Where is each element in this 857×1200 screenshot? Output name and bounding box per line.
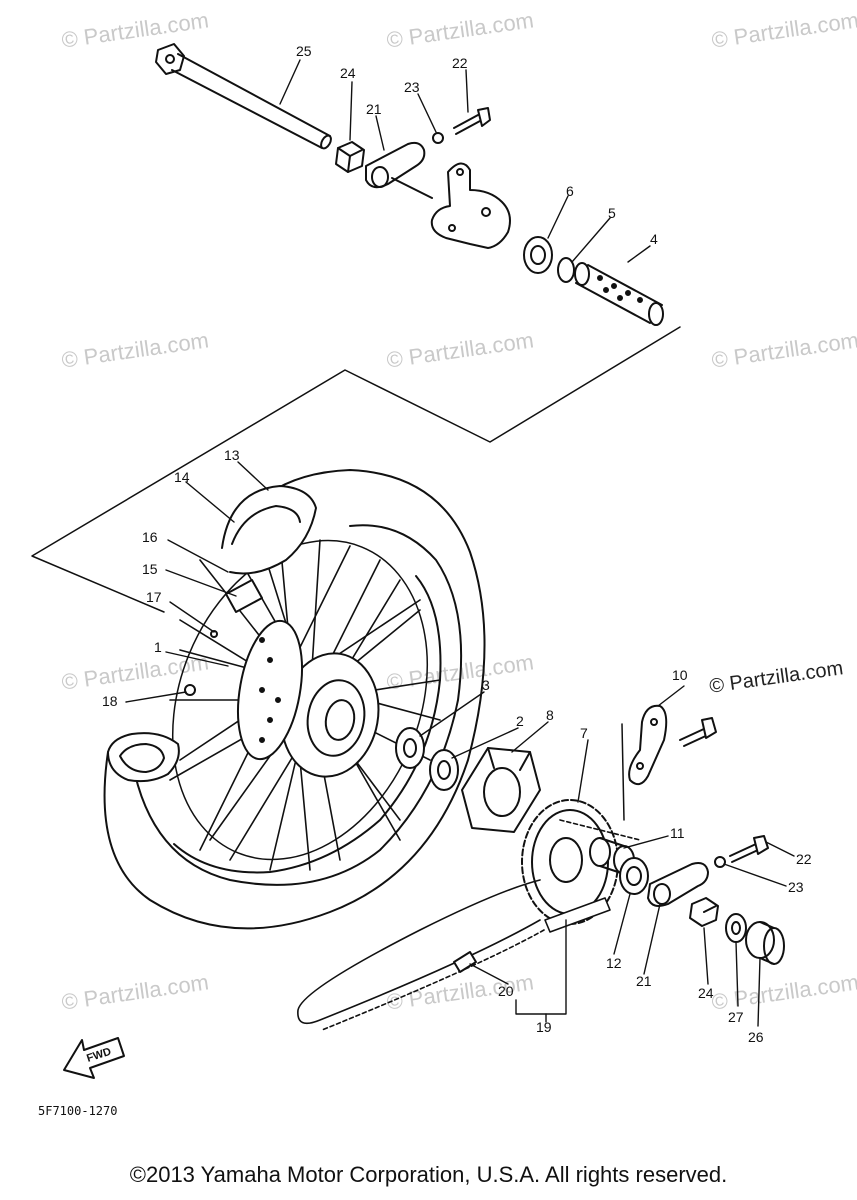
callout-8: 8: [546, 707, 554, 723]
callout-12: 12: [606, 955, 622, 971]
callout-19: 19: [536, 1019, 552, 1035]
callout-22-lower: 22: [796, 851, 812, 867]
callout-2: 2: [516, 713, 524, 729]
callout-3: 3: [482, 677, 490, 693]
adjust-bolt: [453, 107, 491, 135]
callout-10: 10: [672, 667, 688, 683]
callout-24-lower: 24: [698, 985, 714, 1001]
inner-tube: [221, 485, 317, 575]
copyright-notice: ©2013 Yamaha Motor Corporation, U.S.A. A…: [129, 1162, 728, 1187]
assembly-outline: [31, 326, 681, 613]
balance-weight: [184, 684, 196, 696]
callout-24: 24: [340, 65, 356, 81]
axle-nut-lower: [689, 897, 719, 927]
callout-23: 23: [404, 79, 420, 95]
bearing-top: [523, 236, 553, 274]
axle-nut: [335, 141, 365, 173]
callout-25: 25: [296, 43, 312, 59]
chain-puller: [365, 141, 433, 199]
callout-15: 15: [142, 561, 158, 577]
callout-4: 4: [650, 231, 658, 247]
diagram-code: 5F7100-1270: [38, 1104, 118, 1118]
callout-11: 11: [670, 825, 685, 841]
callout-17: 17: [146, 589, 162, 605]
callout-18: 18: [102, 693, 118, 709]
hub-bearing-2: [429, 749, 459, 791]
leader-lines: [125, 59, 795, 1027]
chain-joint: [453, 951, 477, 973]
valve-nut: [210, 630, 218, 638]
wheel-hub: [237, 619, 380, 778]
callout-26: 26: [748, 1029, 764, 1045]
washer-27: [725, 913, 747, 943]
drive-chain: [297, 819, 641, 1031]
spacer-ring: [557, 257, 575, 283]
callout-21-lower: 21: [636, 973, 652, 989]
adjust-nut: [432, 132, 444, 144]
chain-puller-lower: [647, 862, 709, 907]
callout-21: 21: [366, 101, 382, 117]
chain-bracket: [621, 704, 717, 821]
spacer-12: [619, 857, 649, 895]
callout-6: 6: [566, 183, 574, 199]
bracket-plate: [430, 162, 511, 249]
callout-27: 27: [728, 1009, 744, 1025]
hub-bearing-3: [395, 727, 425, 769]
sprocket-hub: [461, 747, 541, 833]
axle-cap-26: [745, 921, 785, 965]
valve-cap: [225, 579, 263, 613]
callout-20: 20: [498, 983, 514, 999]
callout-5: 5: [608, 205, 616, 221]
callout-16: 16: [142, 529, 158, 545]
collar-sleeve: [574, 262, 664, 326]
fwd-arrow-icon: FWD: [63, 1037, 125, 1079]
callout-22: 22: [452, 55, 468, 71]
callout-23-lower: 23: [788, 879, 804, 895]
axle: [155, 43, 332, 150]
adjust-bolt-lower: [729, 835, 769, 863]
callout-1: 1: [154, 639, 162, 655]
callout-7: 7: [580, 725, 588, 741]
adjust-nut-lower: [714, 856, 726, 868]
callout-14: 14: [174, 469, 190, 485]
callout-13: 13: [224, 447, 240, 463]
